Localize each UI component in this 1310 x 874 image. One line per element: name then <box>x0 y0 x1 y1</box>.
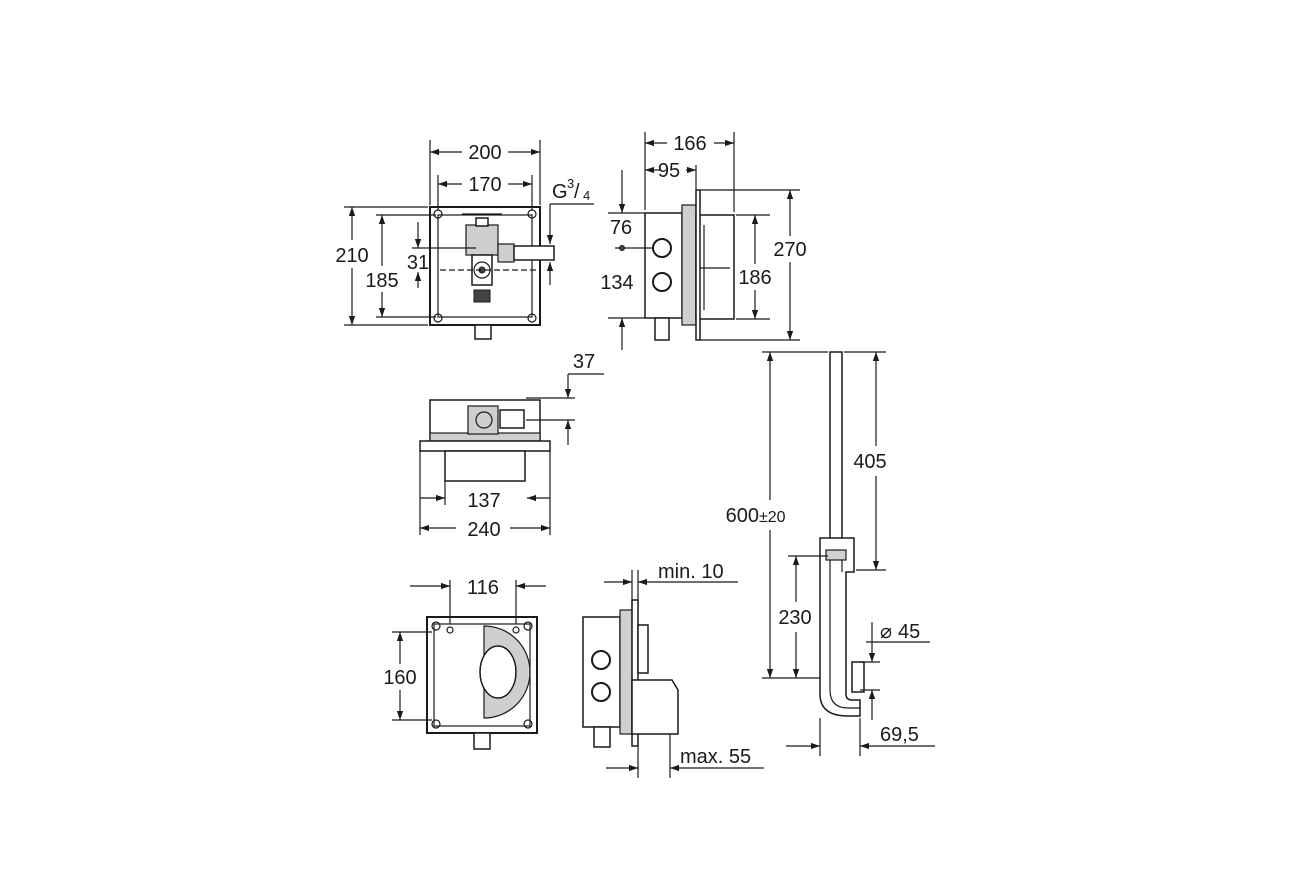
rear-view: 116 160 <box>383 577 546 750</box>
pipe-diameter: 45 <box>898 621 920 643</box>
top-view: 37 137 240 <box>419 351 604 541</box>
front-height-outer: 210 <box>335 245 368 267</box>
pipe-upper: 405 <box>853 451 886 473</box>
pipe-length: 600 <box>726 505 759 527</box>
thread-denominator: 4 <box>583 188 590 203</box>
front-view: 200 170 G 3 / 4 210 185 31 <box>335 140 594 340</box>
thread-letter: G <box>552 181 568 203</box>
side-view: 166 95 76 134 270 186 <box>600 132 807 350</box>
pipe-view: 600 ±20 405 230 ⌀ 45 69,5 <box>726 351 935 756</box>
front-offset: 31 <box>407 252 429 274</box>
pipe-diameter-symbol: ⌀ <box>880 621 892 643</box>
front-width-outer: 200 <box>468 142 501 164</box>
front-width-inner: 170 <box>468 174 501 196</box>
front-height-inner: 185 <box>365 270 398 292</box>
side-depth-total: 166 <box>673 133 706 155</box>
wall-max-depth: max. 55 <box>680 746 751 768</box>
pipe-lower: 230 <box>778 607 811 629</box>
wall-view: min. 10 max. 55 <box>582 561 764 778</box>
thread-numerator: 3 <box>567 176 574 191</box>
side-depth-box: 95 <box>658 160 680 182</box>
side-frame-height: 270 <box>773 239 806 261</box>
side-lower-hole: 134 <box>600 272 633 294</box>
top-inner-width: 137 <box>467 490 500 512</box>
top-offset: 37 <box>573 351 595 373</box>
thread-slash: / <box>574 181 580 203</box>
side-upper-hole: 76 <box>610 217 632 239</box>
pipe-tolerance: ±20 <box>759 509 786 526</box>
side-inner-height: 186 <box>738 267 771 289</box>
wall-min-depth: min. 10 <box>658 561 724 583</box>
top-outer-width: 240 <box>467 519 500 541</box>
rear-height: 160 <box>383 667 416 689</box>
pipe-offset: 69,5 <box>880 724 919 746</box>
rear-width: 116 <box>467 577 499 599</box>
